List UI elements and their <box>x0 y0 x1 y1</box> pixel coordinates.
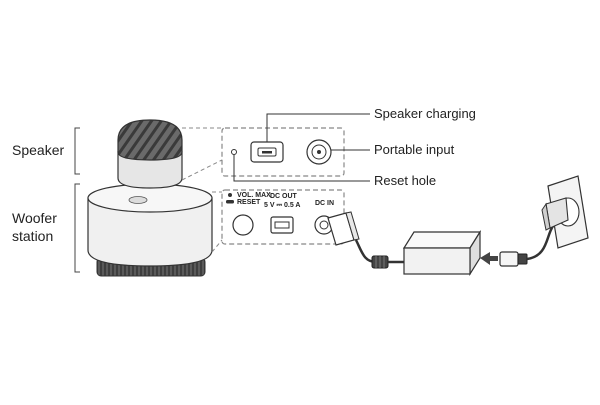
speaker-projection-lines <box>181 127 223 181</box>
vol-reset-button-icon <box>232 214 254 236</box>
speaker-bracket <box>74 127 80 175</box>
reset-hole-label: Reset hole <box>374 173 437 188</box>
vol-max-label: VOL. MAX <box>237 192 271 199</box>
wall-outlet-icon <box>541 175 589 249</box>
woofer-projection-lines <box>211 191 223 253</box>
speaker-charging-label: Speaker charging <box>374 106 476 121</box>
ac-cable <box>526 225 555 261</box>
dc-out-title-label: DC OUT <box>270 193 297 200</box>
woofer-station-icon <box>87 183 213 277</box>
arrow-left-icon <box>480 252 498 265</box>
speaker-label: Speaker <box>12 142 65 158</box>
callout-lines <box>233 113 370 182</box>
reset-label: RESET <box>237 199 261 206</box>
usb-port-icon <box>250 141 284 163</box>
woofer-station-label-line1: Woofer <box>12 210 57 226</box>
power-adapter-icon <box>402 229 482 277</box>
woofer-station-label-line2: station <box>12 228 54 244</box>
woofer-bracket <box>74 183 80 273</box>
dc-jack-icon <box>306 139 332 165</box>
dc-out-rating-label: 5 V ⎓ 0.5 A <box>264 202 301 209</box>
cable-ferrite-icon <box>371 255 389 269</box>
speaker-port-panel <box>221 127 345 177</box>
speaker-grille-icon <box>117 119 183 161</box>
speaker-unit-icon <box>117 119 183 189</box>
dc-plug-icon <box>327 211 360 246</box>
dc-out-port-icon <box>270 216 294 234</box>
ac-connector-icon <box>499 251 528 267</box>
portable-input-label: Portable input <box>374 142 455 157</box>
dc-in-label: DC IN <box>315 200 335 207</box>
